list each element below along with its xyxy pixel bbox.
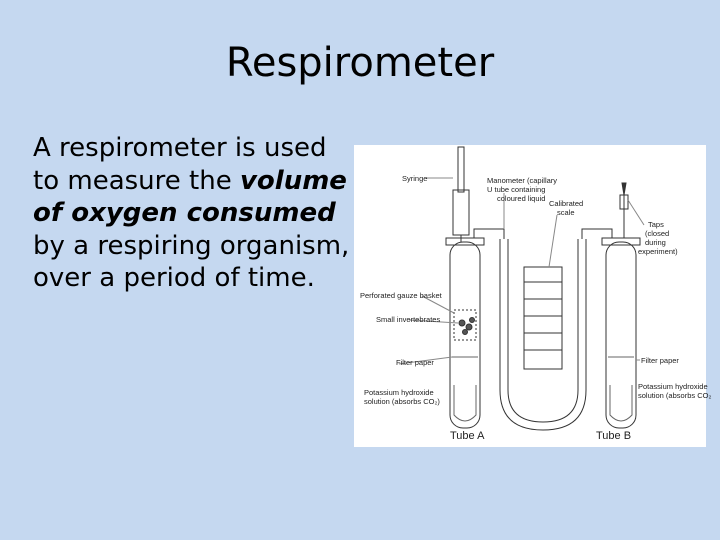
label-koh-left-2: solution (absorbs CO₂) [364,397,440,406]
tube-a-stopper [445,237,485,246]
body-text-emphasis: volume of oxygen consumed [33,165,347,229]
u-tube-inner [507,239,579,423]
label-manometer-1: Manometer (capillary [487,176,557,185]
slide-body-text: A respirometer is used to measure the vo… [33,132,353,295]
label-filter-paper-right: Filter paper [641,356,679,365]
body-text-part1: A respirometer is used to measure the [33,133,327,196]
label-filter-paper-left: Filter paper [396,358,434,367]
capillary-left [473,228,505,239]
invertebrate [462,329,468,335]
calibrated-scale [523,266,563,370]
label-taps-2: (closed [645,229,669,238]
label-koh-left-1: Potassium hydroxide [364,388,434,397]
syringe-barrel [452,189,470,236]
label-taps-1: Taps [648,220,664,229]
label-taps-3: during [645,238,666,247]
tube-b-koh-solution [609,385,633,422]
leader-line [398,356,453,365]
leader-line [548,214,558,268]
label-invertebrates: Small invertebrates [376,315,440,324]
capillary-right [581,228,613,239]
label-taps-4: experiment) [638,247,678,256]
invertebrate [458,319,466,327]
label-scale-2: scale [557,208,575,217]
label-manometer-3: coloured liquid [497,194,545,203]
leader-line [421,295,455,314]
gauze-basket [453,309,477,341]
label-gauze-basket: Perforated gauze basket [360,291,443,300]
tube-a-koh-solution [453,385,477,422]
syringe-plunger [457,146,465,193]
label-manometer-2: U tube containing [487,185,545,194]
label-koh-right-2: solution (absorbs CO₂ [638,391,711,400]
label-scale-1: Calibrated [549,199,583,208]
label-koh-right-1: Potassium hydroxide [638,382,708,391]
tube-b [605,241,637,429]
invertebrate [469,317,475,323]
tube-a [449,241,481,429]
slide-title: Respirometer [225,40,495,86]
label-tube-a: Tube A [450,430,485,442]
label-syringe: Syringe [402,174,427,183]
tap-handle [621,182,627,196]
invertebrate [465,323,473,331]
tube-b-stopper [601,237,641,246]
label-tube-b: Tube B [596,430,631,442]
leader-line [627,199,645,226]
leader-line [408,319,459,324]
respirometer-diagram: Syringe Manometer (capillary U tube cont… [354,145,711,447]
u-tube-outer [499,239,587,431]
respirometer-diagram-svg: Syringe Manometer (capillary U tube cont… [360,146,711,442]
body-text-part2: by a respiring organism, over a period o… [33,230,350,294]
